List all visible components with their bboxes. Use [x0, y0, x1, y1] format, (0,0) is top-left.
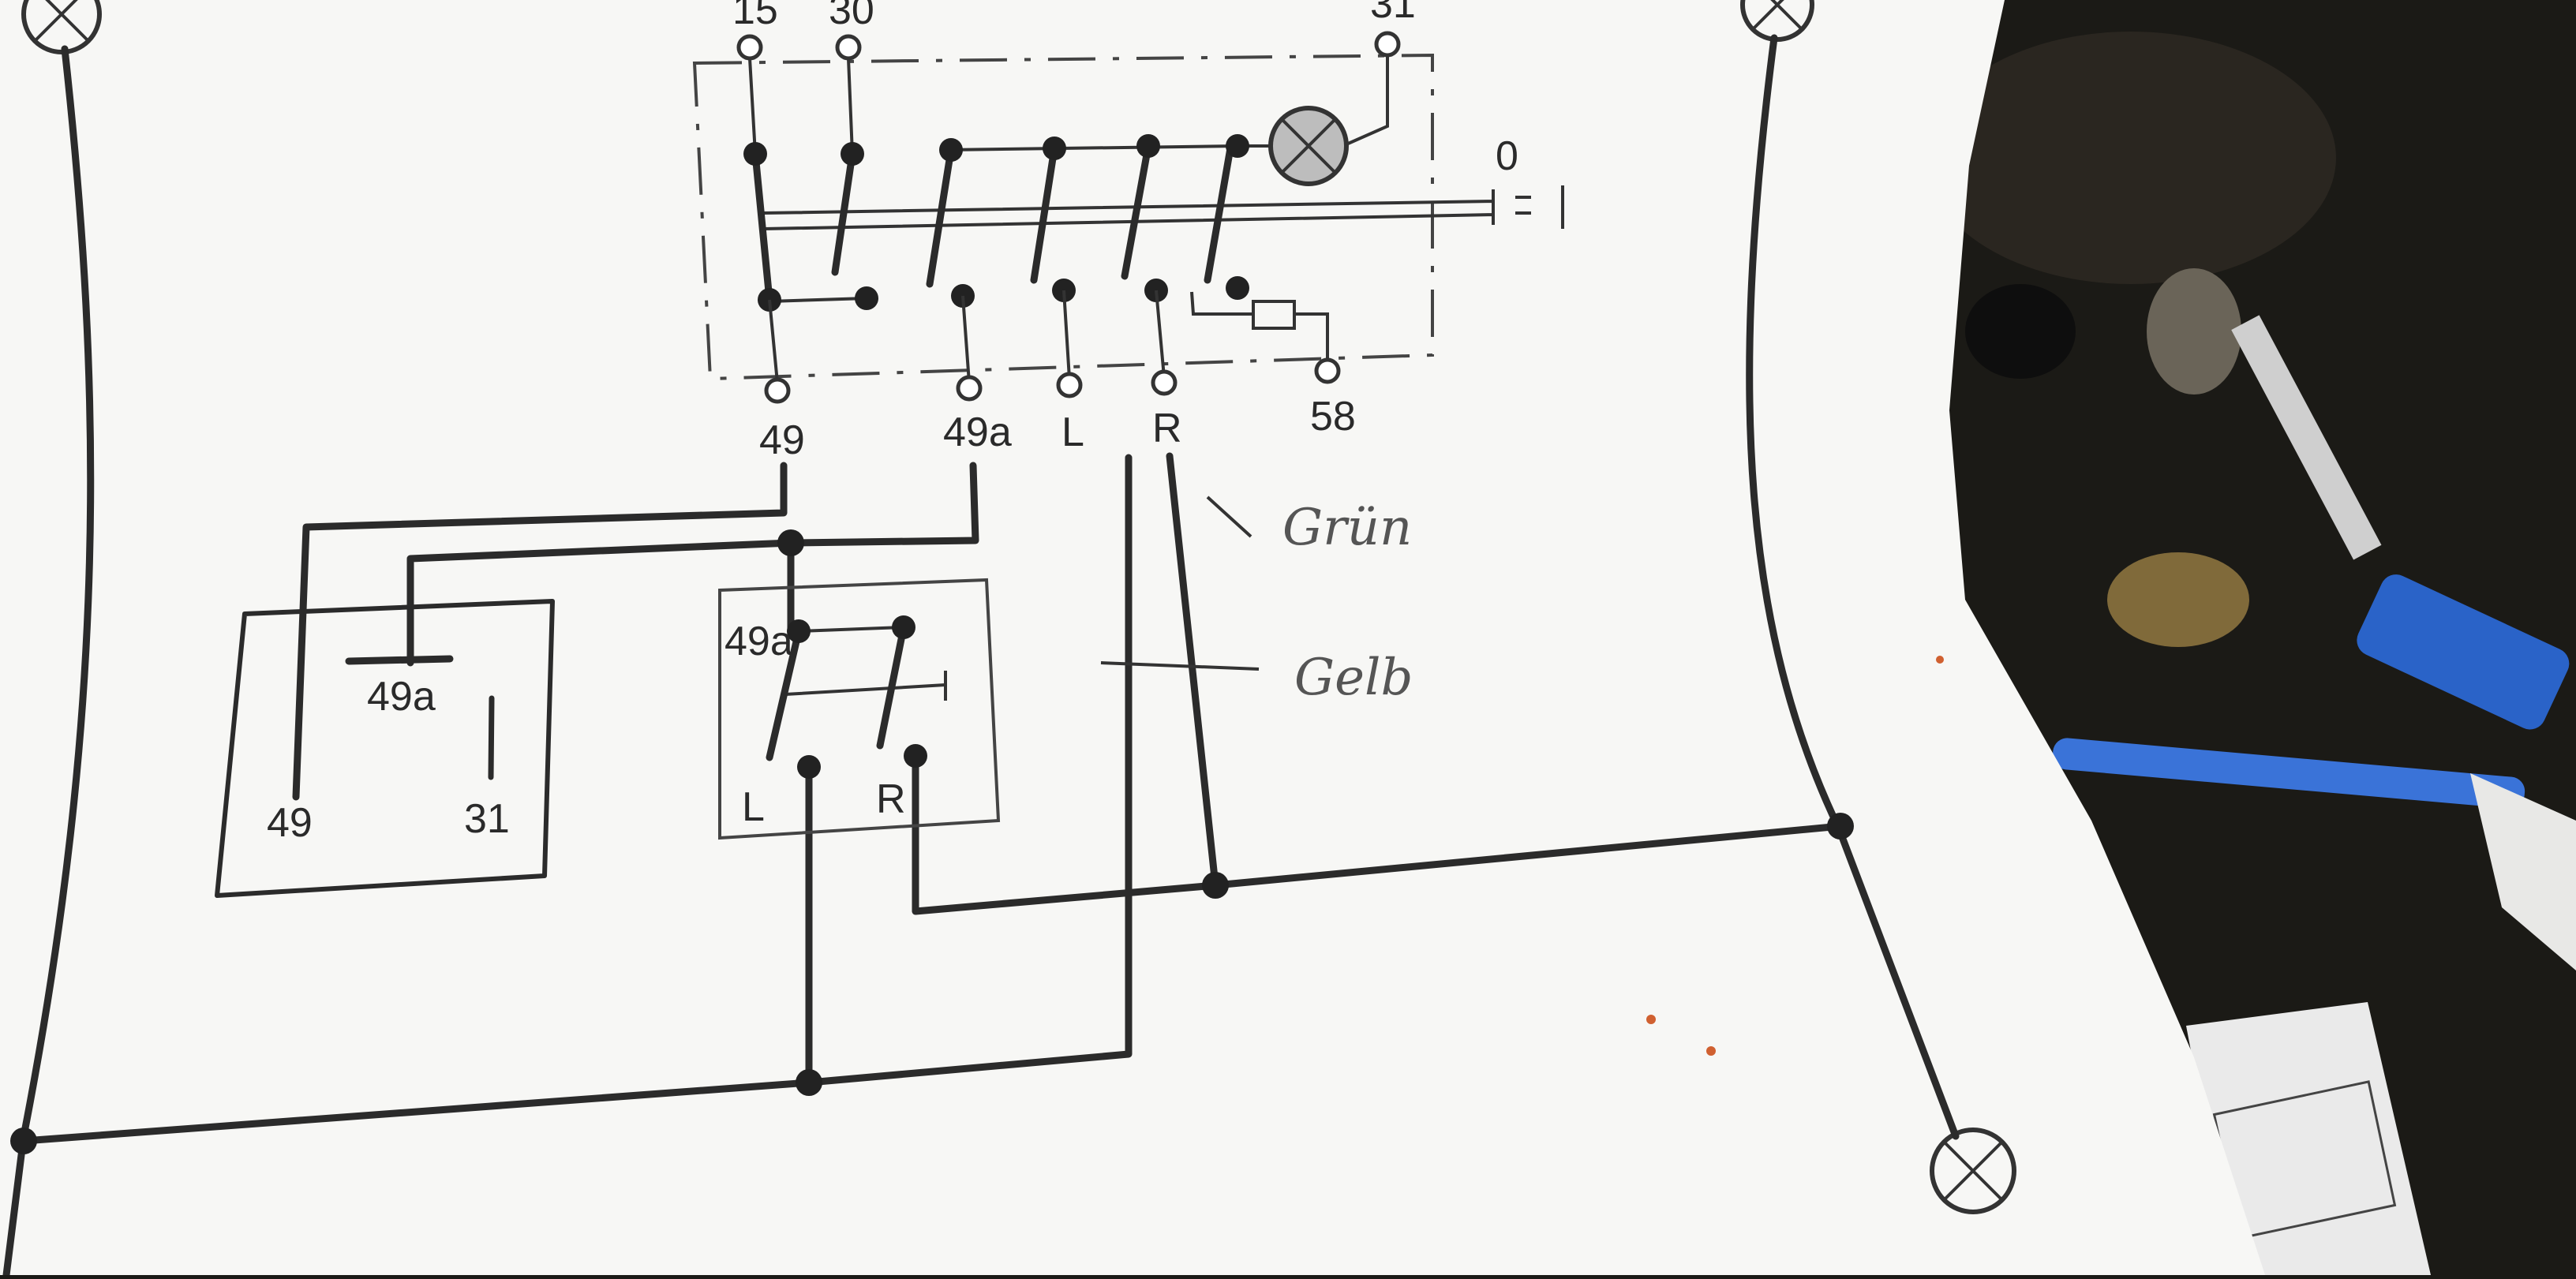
selector-contacts [766, 623, 908, 761]
switch-contact-dots [743, 134, 1249, 312]
label-31: 31 [1370, 0, 1416, 27]
relay-label-49: 49 [267, 800, 313, 846]
resistor [1252, 300, 1296, 330]
junction-right [1827, 813, 1854, 840]
selector-label-R: R [876, 776, 906, 822]
blue-tool-handle [2357, 574, 2570, 730]
label-0: 0 [1496, 133, 1518, 179]
label-R: R [1152, 406, 1182, 451]
selector-label-L: L [742, 784, 765, 830]
relay-label-31: 31 [464, 796, 510, 842]
switch-top-terminals [736, 31, 1401, 61]
switch-bottom-terminals [764, 357, 1341, 404]
label-58: 58 [1310, 394, 1356, 439]
selector-box [718, 578, 1001, 840]
relay-49a-bar [345, 655, 454, 665]
wire-R-lead [912, 452, 1219, 915]
paper-sheet [0, 0, 2265, 1275]
junction-bottom [796, 1069, 822, 1096]
second-sheet [2186, 1002, 2431, 1275]
label-15: 15 [732, 0, 778, 33]
label-30: 30 [829, 0, 874, 33]
label-49: 49 [759, 417, 805, 463]
flasher-relay-box [215, 599, 555, 898]
lamp-top-left [21, 0, 102, 54]
indicator-lamp [1268, 106, 1349, 186]
junction-R [1202, 872, 1229, 899]
selector-label-49a: 49a [724, 619, 793, 664]
handwritten-note-2: Gelb [1294, 649, 1413, 707]
wire-left-lamp [2, 45, 95, 1279]
wire-right-lamp [1746, 34, 1960, 1140]
lamp-bottom-right [1930, 1128, 2016, 1214]
label-49a: 49a [943, 410, 1012, 455]
switch-output-lines [768, 290, 1329, 383]
relay-label-49a: 49a [367, 674, 436, 720]
note-pointer-2 [1100, 661, 1260, 671]
junction-49a [777, 529, 804, 556]
selector-internal [784, 626, 947, 701]
junction-left [10, 1128, 37, 1154]
wire-right-bus [1211, 822, 1844, 889]
note-pointer-1 [1206, 496, 1252, 538]
switch-contacts [751, 140, 1235, 304]
relay-31-lead [488, 695, 495, 780]
switch-internal-lines [748, 55, 1564, 303]
wire-bottom-bus [20, 454, 1133, 1145]
label-L: L [1061, 410, 1084, 455]
wire-49 [292, 462, 788, 801]
handwritten-note-1: Grün [1282, 499, 1412, 557]
switch-housing [692, 53, 1434, 381]
